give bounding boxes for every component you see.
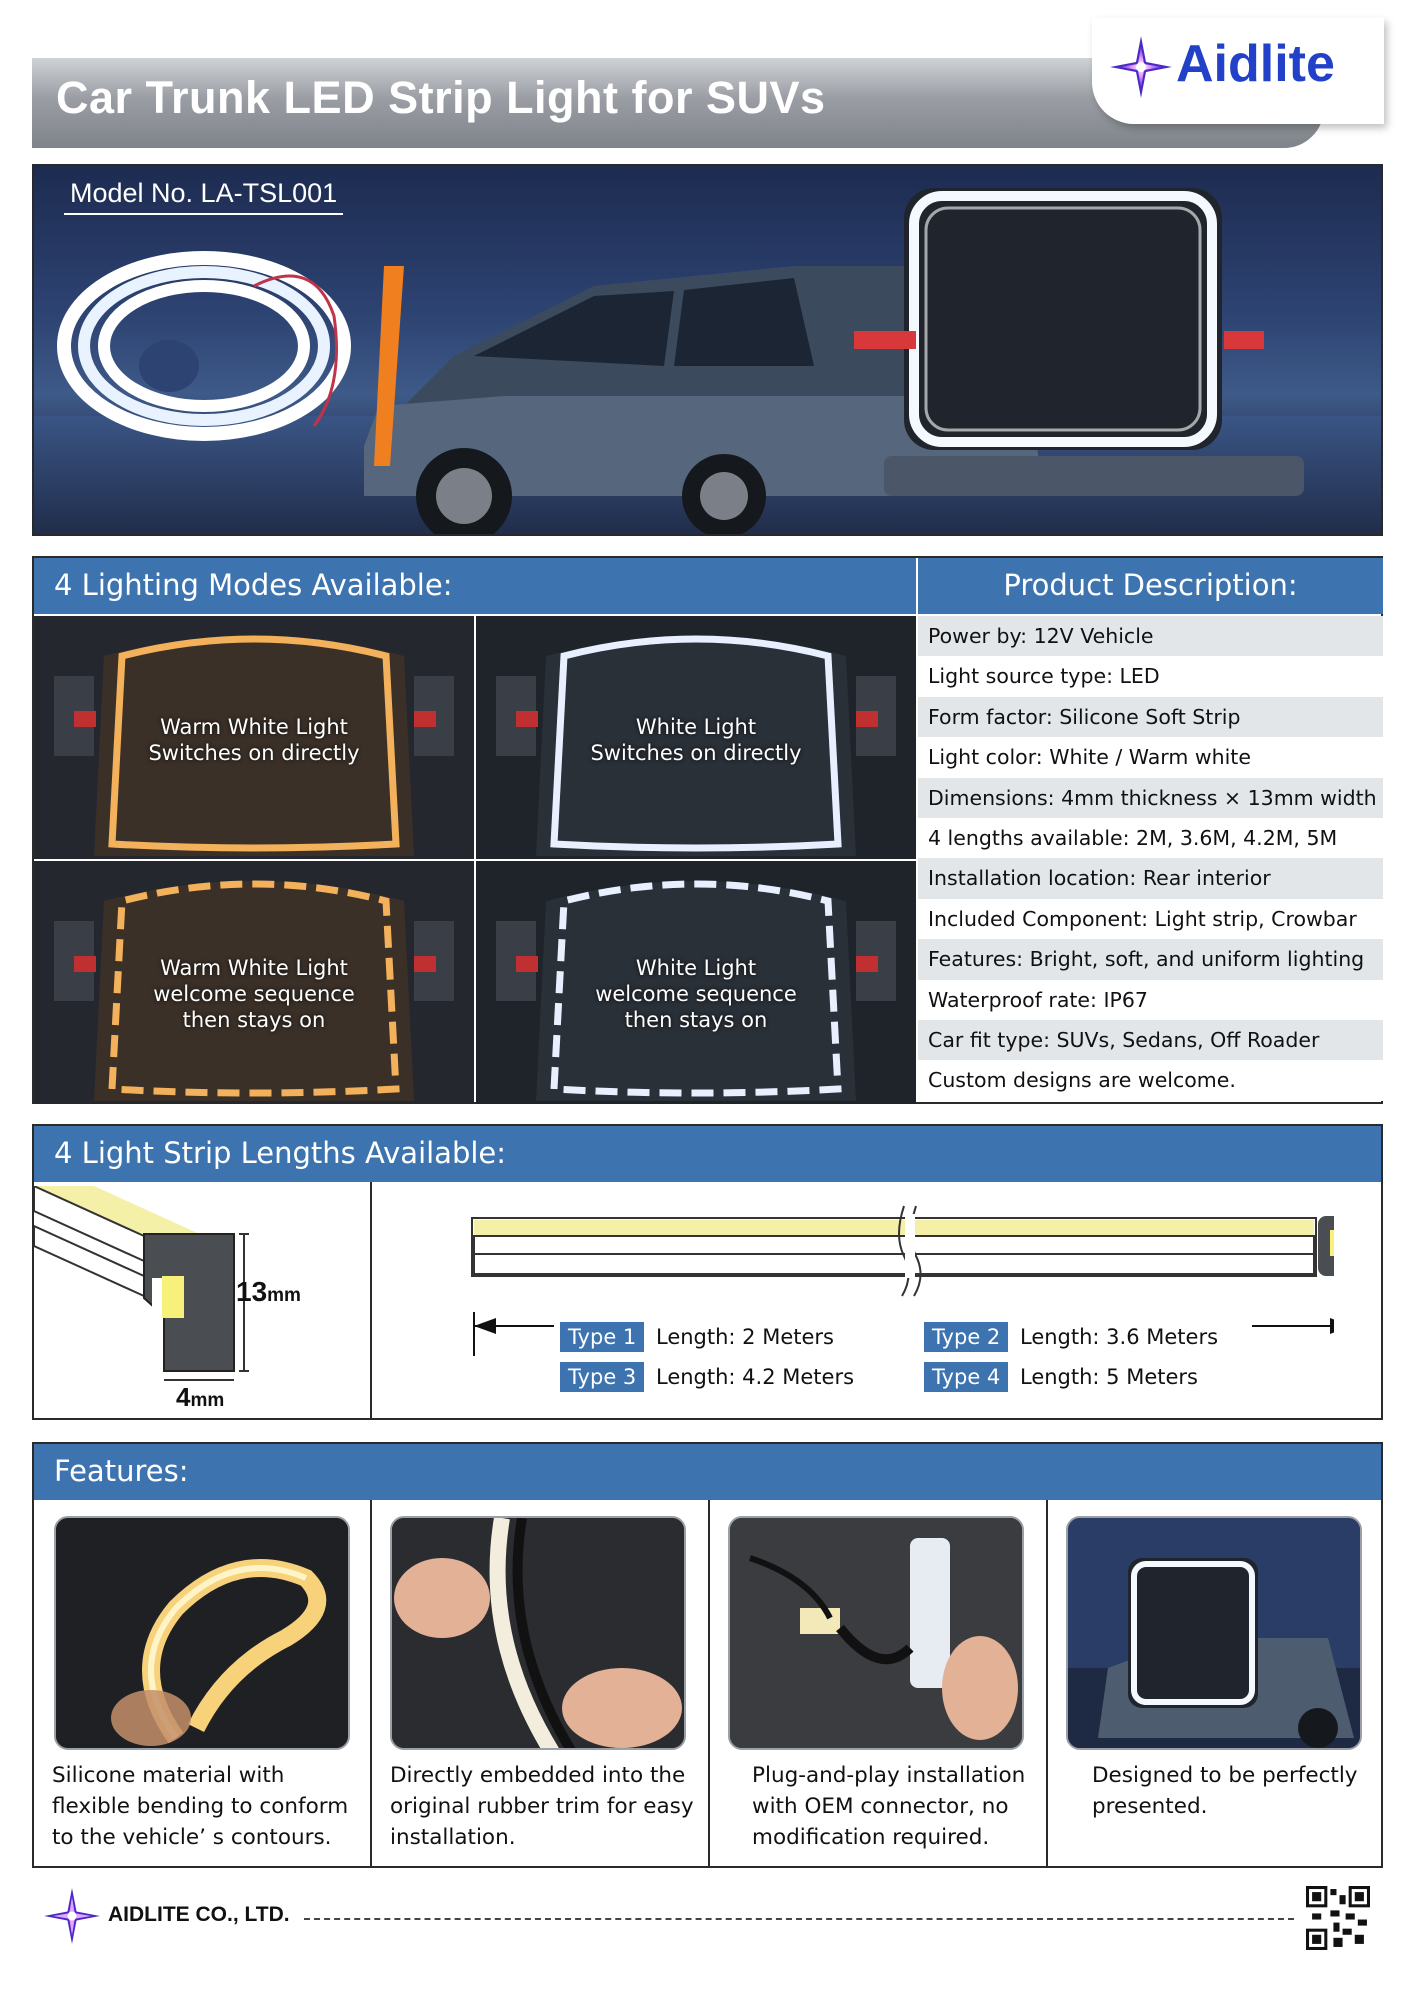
lit-suv-icon: [1068, 1518, 1360, 1748]
spec-light-source: Light source type: LED: [918, 656, 1383, 697]
mode-caption-line1: White Light: [635, 715, 757, 739]
lit-suv-photo: [1066, 1516, 1362, 1750]
white-trunk-icon: [476, 861, 916, 1104]
installation-icon: [392, 1518, 684, 1748]
footer-company-name: AIDLITE CO., LTD.: [108, 1903, 290, 1926]
mode-caption-line3: then stays on: [182, 1008, 326, 1032]
feature-divider: [370, 1500, 372, 1866]
mode-caption-line2: Switches on directly: [148, 741, 360, 765]
dimension-height-label: 13mm: [236, 1276, 301, 1308]
mode-caption-line1: Warm White Light: [160, 956, 348, 980]
connector-icon: [730, 1518, 1022, 1748]
suv-illustration: [57, 188, 1304, 534]
white-trunk-icon: [476, 616, 916, 859]
connector-photo: [728, 1516, 1024, 1750]
feature-1-text: Silicone material with flexible bending …: [52, 1763, 349, 1850]
flexible-strip-icon: [56, 1518, 348, 1748]
spec-light-color: Light color: White / Warm white: [918, 737, 1383, 778]
feature-3-text: Plug-and-play installation with OEM conn…: [752, 1763, 1026, 1850]
feature-divider: [708, 1500, 710, 1866]
type-3-length: Length: 4.2 Meters: [656, 1365, 855, 1389]
mode-caption-line2: Switches on directly: [590, 741, 802, 765]
mode-tile-white-direct: White Light Switches on directly: [476, 616, 916, 859]
feature-divider: [1046, 1500, 1048, 1866]
brand-logo: Aidlite: [1092, 18, 1384, 124]
footer-dashed-line: [304, 1918, 1294, 1920]
star-logo-icon: [1110, 36, 1172, 98]
warm-trunk-icon: [34, 616, 474, 859]
mode-caption-line3: then stays on: [624, 1008, 768, 1032]
mode-caption-line2: welcome sequence: [153, 982, 355, 1006]
type-4-badge: Type 4: [924, 1362, 1009, 1392]
model-number: Model No. LA-TSL001: [64, 178, 344, 215]
dimension-height-unit: mm: [267, 1285, 301, 1306]
lengths-heading: 4 Light Strip Lengths Available:: [34, 1126, 1381, 1182]
dimension-width-unit: mm: [190, 1390, 225, 1411]
features-heading: Features:: [34, 1444, 1381, 1500]
lengths-section: 4 Light Strip Lengths Available: 13mm 4m…: [32, 1124, 1383, 1420]
spec-form-factor: Form factor: Silicone Soft Strip: [918, 696, 1383, 738]
type-1-length: Length: 2 Meters: [656, 1325, 834, 1349]
spec-custom: Custom designs are welcome.: [918, 1060, 1383, 1101]
type-4-length: Length: 5 Meters: [1020, 1365, 1198, 1389]
flexible-strip-photo: [54, 1516, 350, 1750]
mode-caption-line1: White Light: [635, 956, 757, 980]
mode-tile-white-welcome: White Light welcome sequence then stays …: [476, 861, 916, 1104]
warm-trunk-icon: [34, 861, 474, 1104]
spec-included: Included Component: Light strip, Crowbar: [918, 898, 1383, 940]
mode-tile-warm-direct: Warm White Light Switches on directly: [34, 616, 474, 859]
description-heading: Product Description:: [918, 558, 1383, 614]
lengths-divider: [370, 1182, 372, 1418]
spec-waterproof: Waterproof rate: IP67: [918, 979, 1383, 1020]
modes-section: 4 Lighting Modes Available: Product Desc…: [32, 556, 1383, 1104]
type-2-badge: Type 2: [924, 1322, 1009, 1352]
installation-photo: [390, 1516, 686, 1750]
description-table: Power by: 12V Vehicle Light source type:…: [918, 616, 1383, 1101]
type-3-badge: Type 3: [560, 1362, 645, 1392]
qr-code-icon[interactable]: [1306, 1886, 1370, 1950]
spec-dimensions: Dimensions: 4mm thickness × 13mm width: [918, 777, 1383, 818]
spec-features: Features: Bright, soft, and uniform ligh…: [918, 939, 1383, 980]
dimension-width-value: 4: [176, 1382, 191, 1412]
strip-length-illustration: [471, 1205, 1334, 1356]
mode-caption-line2: welcome sequence: [595, 982, 797, 1006]
footer-star-logo-icon: [44, 1888, 100, 1944]
features-section: Features:: [32, 1442, 1383, 1868]
mode-caption-line1: Warm White Light: [160, 715, 348, 739]
feature-2-text: Directly embedded into the original rubb…: [390, 1763, 694, 1850]
type-1-badge: Type 1: [560, 1322, 645, 1352]
mode-tile-warm-welcome: Warm White Light welcome sequence then s…: [34, 861, 474, 1104]
brand-name: Aidlite: [1176, 35, 1335, 93]
feature-4-text: Designed to be perfectly presented.: [1092, 1763, 1358, 1819]
spec-install-location: Installation location: Rear interior: [918, 858, 1383, 899]
strip-cross-section-icon: [34, 1186, 249, 1381]
dimension-height-value: 13: [236, 1276, 268, 1307]
type-2-length: Length: 3.6 Meters: [1020, 1325, 1219, 1349]
spec-lengths: 4 lengths available: 2M, 3.6M, 4.2M, 5M: [918, 817, 1383, 859]
spec-power: Power by: 12V Vehicle: [918, 616, 1383, 657]
dimension-width-label: 4mm: [176, 1382, 224, 1413]
spec-car-fit: Car fit type: SUVs, Sedans, Off Roader: [918, 1019, 1383, 1061]
modes-heading: 4 Lighting Modes Available:: [34, 558, 916, 614]
hero-banner: Model No. LA-TSL001: [32, 164, 1383, 536]
page-title: Car Trunk LED Strip Light for SUVs: [56, 72, 826, 123]
